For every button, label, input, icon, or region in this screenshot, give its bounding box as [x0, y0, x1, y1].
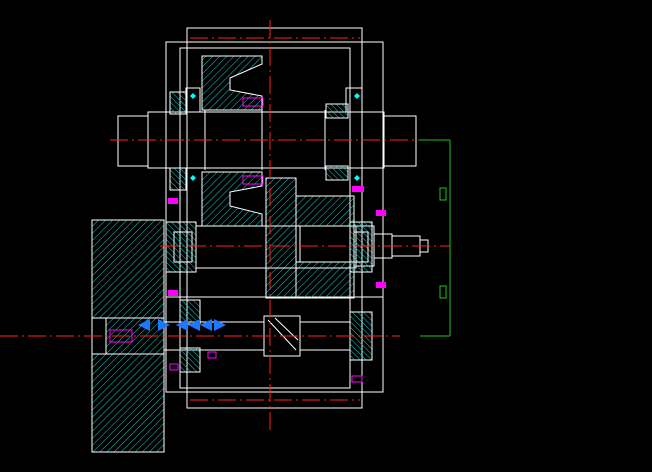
- middle-bearings: [165, 186, 386, 296]
- dimension-line-icon: [420, 139, 451, 337]
- top-bearings: [169, 87, 363, 191]
- intermediate-gear: [195, 177, 429, 299]
- direction-arrow-icon: [138, 319, 226, 331]
- top-gear-hatched: [201, 55, 264, 227]
- centerline-icon: [0, 20, 450, 430]
